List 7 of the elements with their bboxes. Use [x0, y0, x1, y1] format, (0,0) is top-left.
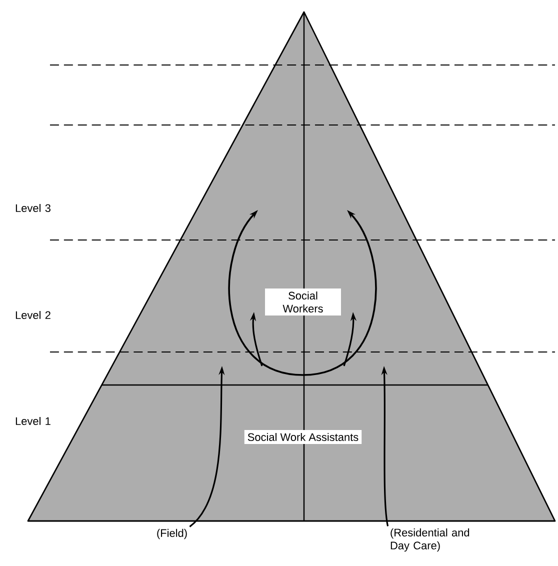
level-label: Level 3 [16, 204, 50, 212]
text-box: Social Work Assistants [244, 430, 362, 444]
level-label: Level 1 [16, 416, 50, 426]
base-label: (Field) [157, 528, 187, 540]
base-label: (Residential and Day Care) [390, 528, 470, 552]
text-box: Social Workers [265, 288, 341, 316]
level-label: Level 2 [16, 310, 50, 320]
